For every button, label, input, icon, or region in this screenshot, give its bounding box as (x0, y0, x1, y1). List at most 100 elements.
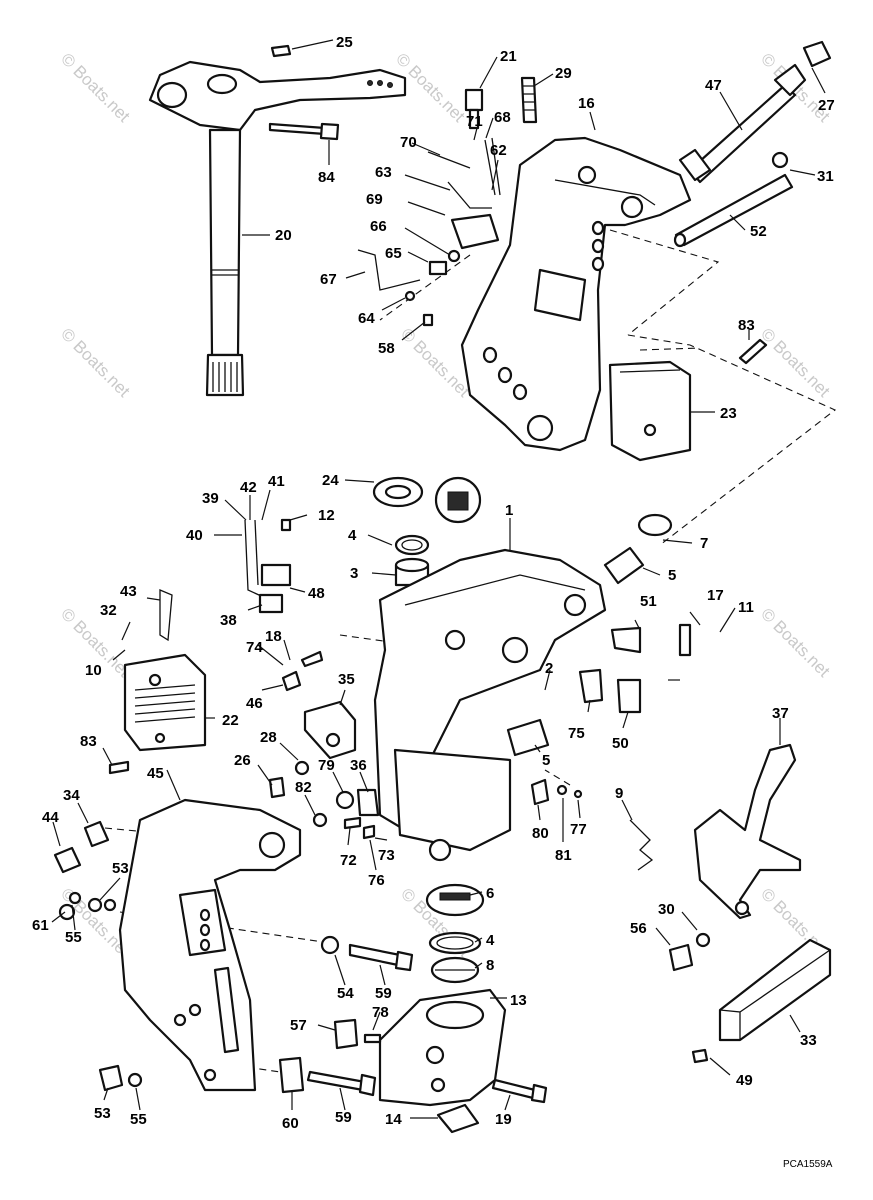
callout-label: 43 (120, 583, 137, 600)
callout-label: 37 (772, 705, 789, 722)
plate-23 (608, 360, 692, 462)
callout-label: 28 (260, 729, 277, 746)
callout-label: 5 (668, 567, 676, 584)
callout-labels: 25 21 29 47 27 16 68 71 62 70 84 63 31 6… (32, 34, 835, 1132)
watermark: © Boats.net (57, 49, 134, 126)
callout-label: 45 (147, 765, 164, 782)
callout-label: 65 (385, 245, 402, 262)
callout-label: 83 (80, 733, 97, 750)
callout-label: 34 (63, 787, 80, 804)
callout-label: 3 (350, 565, 358, 582)
callout-label: 35 (338, 671, 355, 688)
callout-label: 12 (318, 507, 335, 524)
bolt-83-upper (738, 338, 768, 365)
callout-label: 54 (337, 985, 354, 1002)
diagram-code: PCA1559A (783, 1159, 833, 1170)
callout-label: 18 (265, 628, 282, 645)
callout-label: 62 (490, 142, 507, 159)
callout-label: 70 (400, 134, 417, 151)
nut-34-44 (53, 820, 110, 874)
callout-label: 32 (100, 602, 117, 619)
lever-37 (693, 743, 802, 920)
callout-label: 72 (340, 852, 357, 869)
callout-label: 16 (578, 95, 595, 112)
callout-label: 67 (320, 271, 337, 288)
wiring-harness (244, 518, 292, 614)
callout-label: 41 (268, 473, 285, 490)
callout-label: 4 (486, 932, 495, 949)
callout-label: 19 (495, 1111, 512, 1128)
callout-label: 61 (32, 917, 49, 934)
callout-label: 58 (378, 340, 395, 357)
callout-label: 4 (348, 527, 357, 544)
callout-label: 30 (658, 901, 675, 918)
callout-label: 29 (555, 65, 572, 82)
watermark: © Boats.net (57, 324, 134, 401)
watermark: © Boats.net (757, 324, 834, 401)
callout-label: 20 (275, 227, 292, 244)
callout-label: 2 (545, 660, 553, 677)
callout-label: 39 (202, 490, 219, 507)
watermark: © Boats.net (397, 324, 474, 401)
callout-label: 21 (500, 48, 517, 65)
callout-label: 46 (246, 695, 263, 712)
callout-label: 33 (800, 1032, 817, 1049)
callout-label: 63 (375, 164, 392, 181)
callout-label: 79 (318, 757, 335, 774)
callout-label: 55 (130, 1111, 147, 1128)
bushing-group (372, 476, 673, 587)
callout-label: 77 (570, 821, 587, 838)
callout-label: 13 (510, 992, 527, 1009)
callout-label: 66 (370, 218, 387, 235)
tilt-tube-group (673, 40, 832, 248)
callout-label: 73 (378, 847, 395, 864)
callout-label: 17 (707, 587, 724, 604)
callout-label: 56 (630, 920, 647, 937)
block-35 (281, 650, 357, 760)
callout-label: 1 (505, 502, 513, 519)
callout-label: 51 (640, 593, 657, 610)
callout-label: 78 (372, 1004, 389, 1021)
callout-label: 74 (246, 639, 263, 656)
leader-lines (51, 39, 826, 1119)
callout-label: 64 (358, 310, 375, 327)
callout-label: 47 (705, 77, 722, 94)
callout-label: 50 (612, 735, 629, 752)
lower-right-parts (668, 932, 832, 1064)
callout-label: 68 (494, 109, 511, 126)
callout-label: 5 (542, 752, 550, 769)
callout-label: 48 (308, 585, 325, 602)
sleeves-and-clips (506, 546, 692, 757)
clamp-bracket-45 (118, 798, 302, 1092)
callout-label: 31 (817, 168, 834, 185)
tilt-housing-16 (460, 136, 692, 452)
callout-label: 80 (532, 825, 549, 842)
callout-label: 6 (486, 885, 494, 902)
callout-label: 53 (94, 1105, 111, 1122)
swivel-bracket-1 (373, 548, 607, 862)
callout-label: 7 (700, 535, 708, 552)
callout-label: 26 (234, 752, 251, 769)
callout-label: 84 (318, 169, 335, 186)
callout-label: 57 (290, 1017, 307, 1034)
small-fasteners-mid (108, 760, 583, 840)
small-parts-upper (357, 76, 538, 327)
callout-label: 10 (85, 662, 102, 679)
callout-label: 83 (738, 317, 755, 334)
callout-label: 55 (65, 929, 82, 946)
callout-label: 71 (466, 113, 483, 130)
callout-label: 76 (368, 872, 385, 889)
screw-25 (270, 44, 292, 58)
callout-label: 49 (736, 1072, 753, 1089)
callout-label: 75 (568, 725, 585, 742)
callout-label: 22 (222, 712, 239, 729)
callout-label: 38 (220, 612, 237, 629)
bolt-84 (268, 122, 340, 141)
callout-label: 52 (750, 223, 767, 240)
lower-center-parts (278, 883, 548, 1134)
callout-label: 53 (112, 860, 129, 877)
callout-label: 81 (555, 847, 572, 864)
watermark: © Boats.net (757, 604, 834, 681)
callout-label: 11 (738, 599, 754, 616)
